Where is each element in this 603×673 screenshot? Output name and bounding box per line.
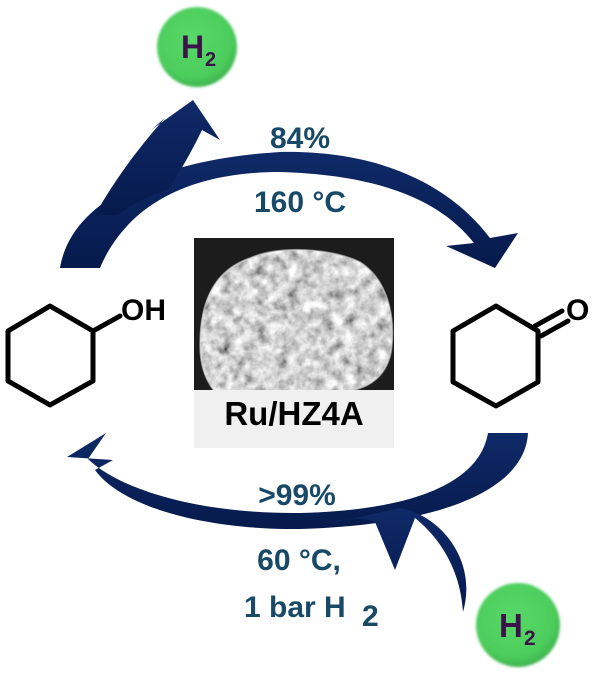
top-cycle-arrow xyxy=(60,151,518,268)
h2-top-subscript: 2 xyxy=(205,49,216,71)
h2-bubble-bottom: H 2 xyxy=(476,583,560,667)
bottom-yield-label: >99% xyxy=(258,479,336,512)
top-yield-label: 84% xyxy=(270,122,330,155)
cyclohexanol-oh-label: OH xyxy=(121,294,166,327)
h2-bottom-symbol: H xyxy=(499,607,523,644)
cyclohexanol-oh-bond xyxy=(90,313,123,334)
bottom-cycle-arrow xyxy=(67,433,528,530)
h2-bottom-subscript: 2 xyxy=(524,627,536,650)
cyclohexanone-co-bond-1 xyxy=(532,308,565,329)
cyclohexanone-co-bond-2 xyxy=(538,318,571,339)
cyclohexanone-structure xyxy=(450,303,571,409)
cyclohexanone-o-label: O xyxy=(566,294,589,327)
h2-consume-arrow xyxy=(320,508,467,612)
h2-top-symbol: H xyxy=(181,29,204,65)
catalyst-panel: Ru/HZ4A xyxy=(194,238,394,448)
bottom-temperature-label: 60 °C, xyxy=(257,544,341,577)
sem-image xyxy=(194,238,394,390)
top-temperature-label: 160 °C xyxy=(254,186,346,219)
h2-release-arrow xyxy=(95,100,220,215)
bottom-pressure-subscript: 2 xyxy=(362,600,379,633)
cyclohexanone-ring xyxy=(450,303,541,409)
catalyst-label: Ru/HZ4A xyxy=(224,395,363,432)
cyclohexanol-structure xyxy=(5,303,123,408)
h2-bubble-top: H 2 xyxy=(157,7,237,87)
bottom-pressure-label: 1 bar H 2 xyxy=(244,591,379,633)
bottom-pressure-text: 1 bar H xyxy=(244,591,346,624)
cyclohexanol-ring xyxy=(5,303,96,408)
